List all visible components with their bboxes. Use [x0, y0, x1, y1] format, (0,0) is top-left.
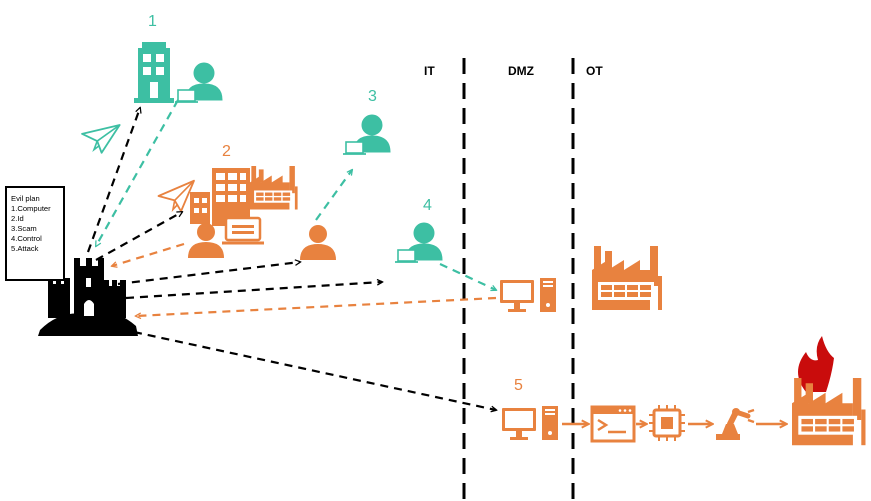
evil-plan-box: Evil plan 1.Computer 2.Id 3.Scam 4.Contr… [5, 186, 65, 281]
arrow-castle-to-dmz-computer [133, 330, 496, 410]
step-number-2: 2 [222, 143, 231, 160]
burning-factory-icon [792, 336, 866, 446]
arrow-user-4-to-computer [439, 263, 496, 290]
paper-plane-icon [157, 179, 196, 213]
arrow-castle-to-user-4 [125, 282, 382, 300]
factory-icon [592, 246, 662, 310]
robot-arm-icon [716, 408, 755, 440]
user-laptop-icon [394, 222, 443, 263]
arrow-castle-to-company [95, 212, 182, 261]
zone-label-dmz: DMZ [508, 64, 534, 78]
user-icon [188, 223, 224, 258]
computer-icon [502, 406, 558, 440]
zone-label-it: IT [424, 64, 435, 78]
step-number-4: 4 [423, 197, 432, 214]
user-laptop-icon [222, 216, 264, 245]
castle-icon [38, 258, 138, 336]
evil-plan-step-3: 3.Scam [11, 224, 37, 233]
step-number-3: 3 [368, 88, 377, 105]
chip-icon [649, 405, 685, 441]
user-laptop-icon [174, 62, 223, 103]
factory-icon [250, 166, 298, 210]
zone-label-ot: OT [586, 64, 603, 78]
evil-plan-step-5: 5.Attack [11, 244, 39, 253]
computer-icon [500, 278, 556, 312]
user-icon [300, 225, 336, 260]
arrow-company-to-castle [112, 242, 185, 266]
evil-plan-title: Evil plan [11, 194, 40, 203]
step-number-5: 5 [514, 377, 523, 394]
evil-plan-step-1: 1.Computer [11, 204, 51, 213]
office-building-icon [190, 168, 250, 226]
arrow-castle-to-office [86, 108, 140, 253]
office-building-icon [134, 42, 174, 103]
step-number-1: 1 [148, 13, 157, 30]
user-laptop-icon [342, 114, 391, 155]
arrow-user-to-castle [96, 99, 179, 246]
evil-plan-step-2: 2.Id [11, 214, 24, 223]
arrow-employee-to-user-3 [315, 170, 352, 221]
arrow-castle-to-employee [117, 262, 300, 286]
paper-plane-icon [78, 119, 121, 156]
attack-arrows [86, 99, 786, 424]
arrow-computer-to-castle [136, 296, 497, 316]
evil-plan-step-4: 4.Control [11, 234, 42, 243]
terminal-window-icon [590, 405, 636, 443]
